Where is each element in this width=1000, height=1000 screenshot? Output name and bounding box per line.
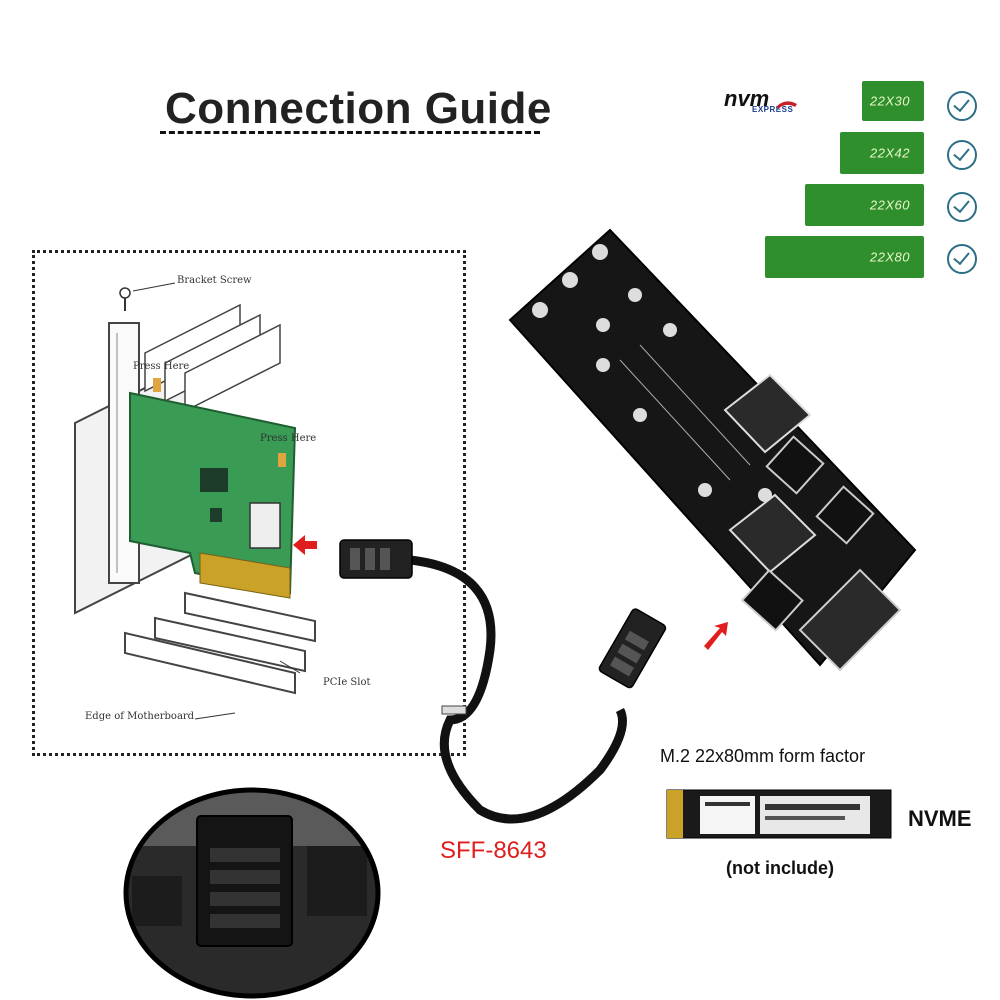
check-icon (947, 244, 977, 274)
installation-diagram: Bracket Screw Press Here Press Here PCIe… (32, 250, 466, 756)
check-icon (947, 140, 977, 170)
not-included-note: (not include) (726, 858, 834, 878)
check-icon (947, 192, 977, 222)
m2-card-22x42: 22X42 (840, 132, 924, 174)
m2-card-label: 22X60 (869, 197, 910, 213)
bracket-screw-label: Bracket Screw (177, 275, 252, 286)
ssd-form-factor-label: M.2 22x80mm form factor (660, 746, 866, 766)
connector-closeup (123, 787, 381, 999)
m2-card-22x60: 22X60 (805, 184, 924, 226)
press-here-label: Press Here (260, 433, 317, 444)
nvme-ssd (666, 789, 892, 839)
nvm-swoosh-icon (777, 101, 797, 109)
nvme-label: NVME (908, 806, 972, 831)
m2-card-label: 22X42 (869, 145, 910, 161)
adapter-board (508, 228, 917, 672)
title-underline (160, 131, 540, 134)
press-here-label: Press Here (133, 361, 190, 372)
sff-8643-cable (339, 539, 667, 824)
diagram-drawing (74, 282, 317, 720)
m2-card-label: 22X30 (869, 93, 910, 109)
m2-card-label: 22X80 (869, 249, 910, 265)
check-icon (947, 91, 977, 121)
pcie-slot-label: PCIe Slot (323, 677, 371, 688)
nvm-logo: nvm (724, 86, 770, 111)
sff-8643-label: SFF-8643 (440, 837, 547, 864)
edge-of-motherboard-label: Edge of Motherboard (85, 711, 195, 722)
nvm-express-sublabel: EXPRESS (752, 105, 794, 114)
page-title: Connection Guide (165, 84, 552, 133)
m2-card-22x80: 22X80 (765, 236, 924, 278)
m2-card-22x30: 22X30 (862, 81, 924, 121)
arrow-icon (704, 622, 728, 650)
